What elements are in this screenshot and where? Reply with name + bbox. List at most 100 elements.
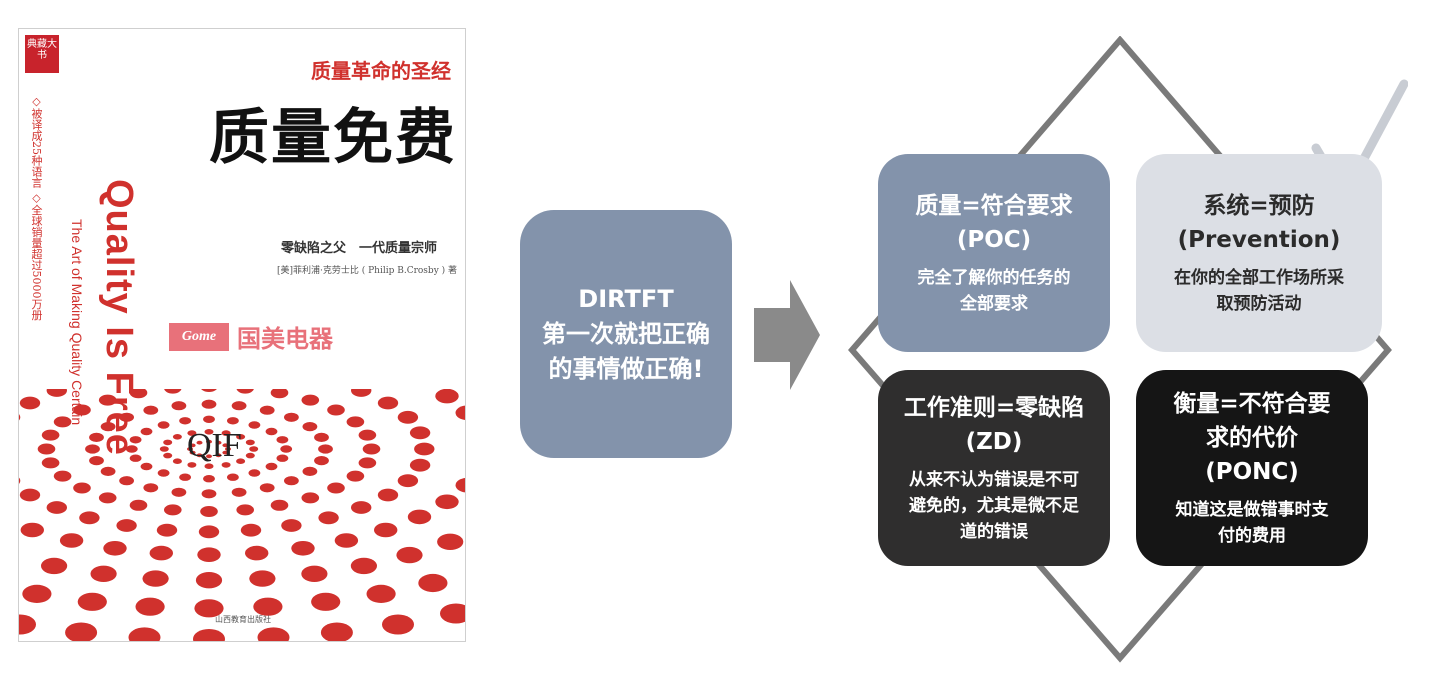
pattern-dot xyxy=(301,492,320,504)
pattern-dot xyxy=(409,426,431,440)
quadrant-title-abbr: (PONC) xyxy=(1205,459,1299,485)
publisher-mark: 典藏大书 xyxy=(25,35,59,73)
pattern-dot xyxy=(215,440,222,445)
pattern-dot xyxy=(231,401,247,411)
quadrant-title-abbr: (Prevention) xyxy=(1177,227,1341,253)
pattern-dot xyxy=(41,457,60,469)
pattern-dot xyxy=(201,399,217,409)
pattern-dot xyxy=(240,523,262,537)
pattern-dot xyxy=(143,483,159,493)
cover-title: 质量免费 xyxy=(209,103,457,173)
pattern-dot xyxy=(85,444,100,454)
pattern-dot xyxy=(149,545,173,561)
pattern-dot xyxy=(187,430,197,436)
pattern-dot xyxy=(215,453,222,458)
pattern-dot xyxy=(418,573,448,593)
pattern-dot xyxy=(382,614,414,635)
cover-side-notes: ◇被译成25种语言 ◇全球销量超过5000万册 xyxy=(30,95,43,321)
quadrant-title: 衡量=不符合要 xyxy=(1173,391,1331,417)
pattern-dot xyxy=(20,522,44,538)
quadrant-zd: 工作准则=零缺陷 (ZD) 从来不认为错误是不可 避免的，尤其是微不足 道的错误 xyxy=(878,370,1110,566)
pattern-dot xyxy=(119,476,134,486)
pattern-dot xyxy=(189,443,196,448)
pattern-dot xyxy=(281,519,302,532)
desc-line: 从来不认为错误是不可 xyxy=(909,470,1079,490)
pattern-dot xyxy=(187,462,197,468)
quadrant-title-abbr: (POC) xyxy=(956,227,1032,253)
pattern-dot xyxy=(196,440,203,445)
pattern-dot xyxy=(135,597,165,616)
pattern-dot xyxy=(301,394,320,406)
pattern-dot xyxy=(129,499,148,511)
pattern-dot xyxy=(206,439,212,444)
cover-english-title: Quality Is Free xyxy=(98,179,140,456)
quadrant-prevention: 系统=预防 (Prevention) 在你的全部工作场所采 取预防活动 xyxy=(1136,154,1382,352)
pattern-dot xyxy=(41,429,60,441)
dot-pattern-image xyxy=(19,389,465,641)
desc-line: 取预防活动 xyxy=(1216,294,1302,314)
pattern-dot xyxy=(163,439,173,446)
cover-tagline: 零缺陷之父 一代质量宗师 xyxy=(281,241,438,256)
pattern-dot xyxy=(440,603,465,624)
pattern-dot xyxy=(187,447,193,451)
pattern-dot xyxy=(172,434,182,440)
pattern-dot xyxy=(377,488,399,502)
pattern-dot xyxy=(194,599,224,618)
dirtft-line-3: 的事情做正确! xyxy=(548,354,704,383)
pattern-dot xyxy=(171,401,187,411)
pattern-dot xyxy=(221,430,231,436)
pattern-dot xyxy=(270,499,289,511)
pattern-dot xyxy=(397,410,419,424)
pattern-dot xyxy=(140,427,153,436)
pattern-dot xyxy=(98,492,117,504)
desc-line: 知道这是做错事时支 xyxy=(1175,500,1329,520)
pattern-dot xyxy=(65,622,98,641)
pattern-dot xyxy=(314,432,329,442)
pattern-dot xyxy=(291,541,315,556)
quadrant-title: 系统=预防 xyxy=(1203,193,1315,219)
pattern-dot xyxy=(128,627,161,641)
quadrant-description: 知道这是做错事时支 付的费用 xyxy=(1176,497,1329,549)
pattern-dot xyxy=(103,541,127,556)
pattern-dot xyxy=(351,389,372,397)
pattern-dot xyxy=(100,422,116,432)
pattern-dot xyxy=(257,627,290,641)
pattern-dot xyxy=(248,421,261,429)
pattern-dot xyxy=(259,483,275,493)
pattern-dot xyxy=(163,452,173,459)
pattern-dot xyxy=(334,533,359,548)
pattern-dot xyxy=(116,519,137,532)
pattern-dot xyxy=(409,458,431,472)
pattern-dot xyxy=(41,557,68,575)
pattern-dot xyxy=(227,417,239,425)
cover-brand: Gome 国美电器 xyxy=(169,319,333,354)
pattern-dot xyxy=(189,450,196,455)
pattern-dot xyxy=(206,454,212,459)
pattern-dot xyxy=(227,473,239,481)
cover-subtitle: 质量革命的圣经 xyxy=(311,59,451,83)
pattern-dot xyxy=(179,473,192,481)
pattern-dot xyxy=(435,494,459,510)
pattern-dot xyxy=(249,570,276,587)
pattern-dot xyxy=(157,421,170,429)
pattern-dot xyxy=(455,478,465,493)
pattern-dot xyxy=(225,447,231,451)
pattern-dot xyxy=(79,511,100,525)
quadrant-description: 完全了解你的任务的 全部要求 xyxy=(918,265,1071,317)
pattern-dot xyxy=(358,429,377,441)
pattern-dot xyxy=(19,488,41,502)
dirtft-line-2: 第一次就把正确 xyxy=(542,319,710,348)
pattern-dot xyxy=(302,466,318,476)
pattern-dot xyxy=(236,389,254,394)
quadrant-description: 在你的全部工作场所采 取预防活动 xyxy=(1174,265,1344,317)
pattern-dot xyxy=(198,525,220,539)
pattern-dot xyxy=(437,533,464,550)
pattern-dot xyxy=(171,487,187,497)
pattern-dot xyxy=(53,470,72,482)
pattern-dot xyxy=(129,454,142,462)
desc-line: 避免的，尤其是微不足 xyxy=(909,496,1079,516)
quadrant-description: 从来不认为错误是不可 避免的，尤其是微不足 道的错误 xyxy=(909,467,1079,545)
pattern-dot xyxy=(280,445,293,453)
pattern-dot xyxy=(346,470,365,482)
pattern-dot xyxy=(249,446,259,452)
